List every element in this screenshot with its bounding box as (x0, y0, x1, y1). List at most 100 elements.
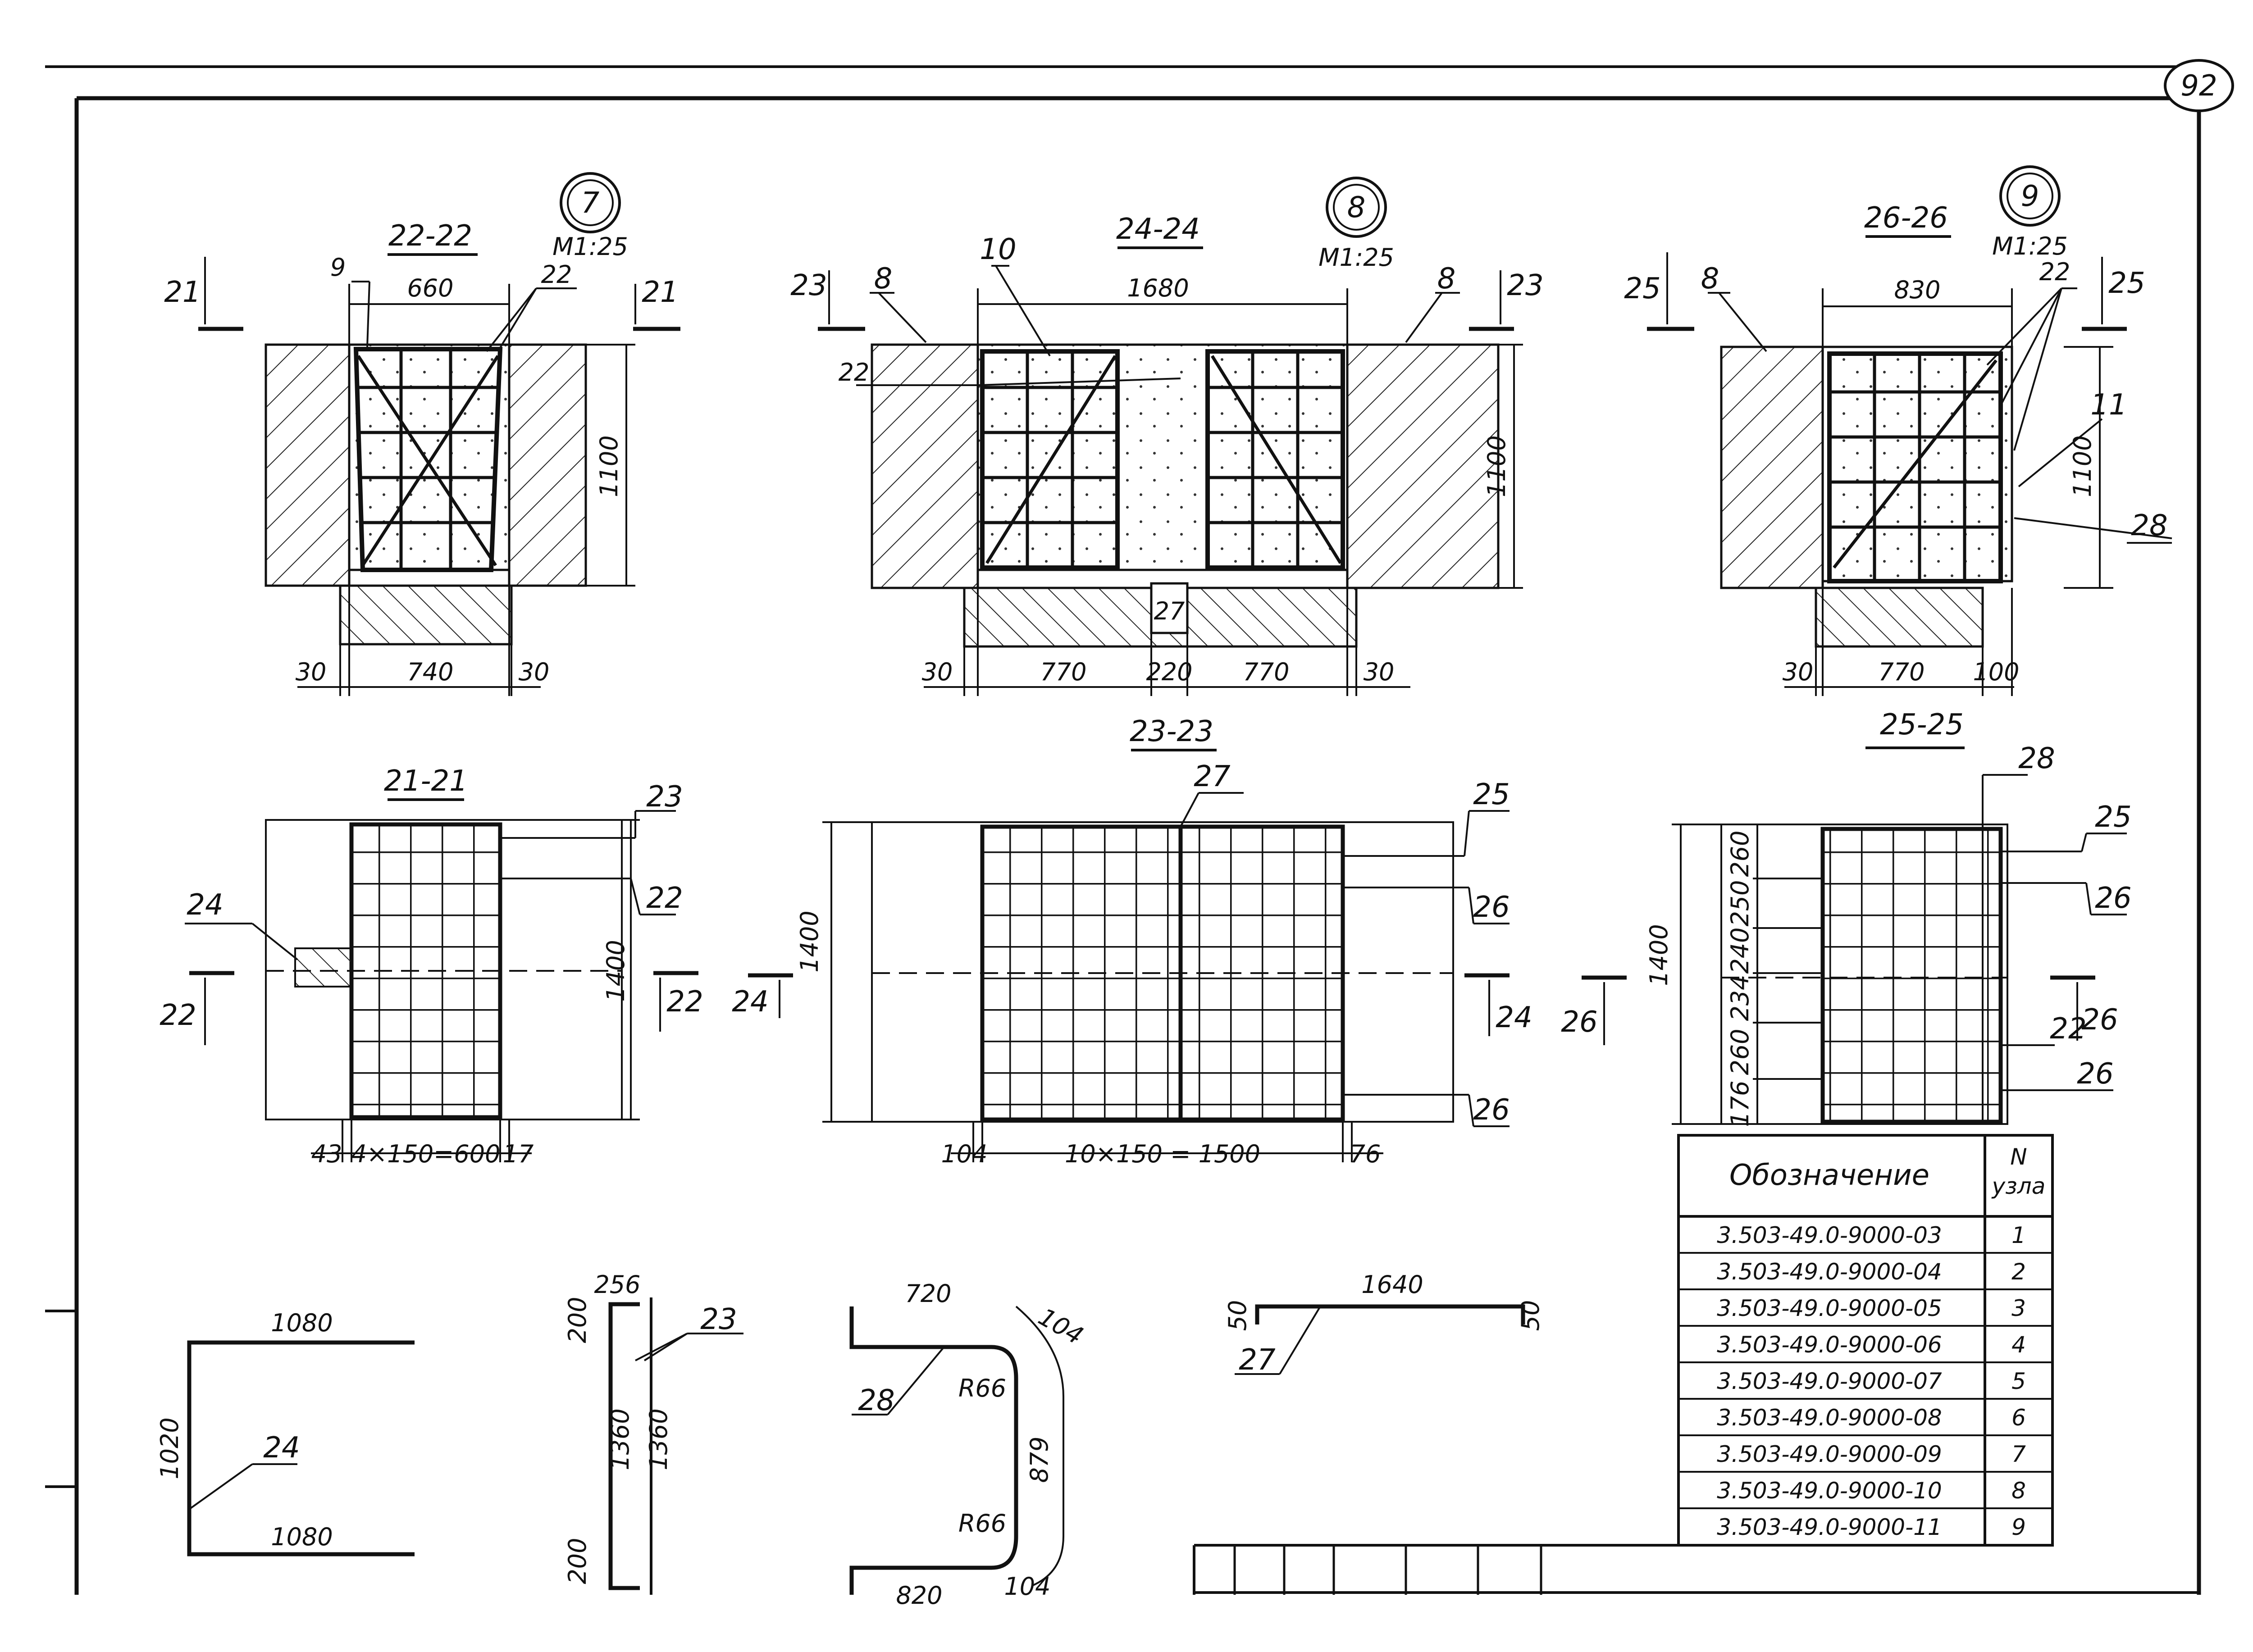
bar23-len-a: 1360 (606, 1408, 634, 1470)
dim-bot-r: 30 (519, 658, 550, 686)
section-24-24: 8 M1:25 24-24 27 (790, 177, 1544, 696)
table-row: 3.503-49.0-9000-07 5 (1717, 1368, 2026, 1394)
page-number: 92 (2180, 69, 2217, 103)
pos-26b: 26 (1473, 1093, 1510, 1127)
dim-v5: 260 (1726, 1029, 1754, 1075)
section-25-25: 25-25 28 25 26 (1561, 708, 2131, 1127)
table-header-designation: Обозначение (1729, 1159, 1929, 1192)
row-code: 3.503-49.0-9000-06 (1717, 1332, 1942, 1358)
dim-top: 660 (407, 274, 453, 302)
section-title: 25-25 (1880, 708, 1964, 742)
dim-b3: 17 (503, 1140, 534, 1168)
pos-8: 8 (1701, 262, 1719, 296)
dim-bot-m: 740 (407, 658, 453, 686)
pos-22: 22 (2050, 1012, 2086, 1046)
cut-right: 21 (642, 276, 678, 309)
dim-b1: 104 (941, 1140, 987, 1168)
pos-28: 28 (2131, 509, 2167, 542)
title-block (1193, 1544, 2199, 1595)
table-row: 3.503-49.0-9000-06 4 (1717, 1332, 2026, 1358)
bar24-pos: 24 (263, 1431, 300, 1465)
node-scale: M1:25 (552, 232, 628, 261)
table-header-node: узла (1991, 1173, 2046, 1199)
bar28-top: 720 (905, 1279, 951, 1308)
section-title: 24-24 (1116, 213, 1200, 246)
cut-right: 22 (666, 985, 703, 1019)
dim-b2: 10×150 = 1500 (1065, 1140, 1260, 1168)
bar24-side: 1020 (155, 1417, 184, 1479)
dim-height: 1100 (1482, 435, 1511, 497)
row-code: 3.503-49.0-9000-11 (1717, 1514, 1942, 1540)
dim-v6: 176 (1726, 1080, 1754, 1127)
node-scale: M1:25 (1318, 243, 1394, 272)
dim-bot-1: 30 (1783, 658, 1814, 686)
bar28-pos: 28 (858, 1384, 894, 1417)
bar28-bottom: 820 (896, 1581, 942, 1610)
pos-22: 22 (2039, 258, 2071, 286)
cut-left: 22 (160, 999, 196, 1032)
cut-left: 23 (790, 269, 827, 302)
bar-28 (849, 1306, 1064, 1595)
cut-left: 24 (732, 985, 768, 1019)
row-code: 3.503-49.0-9000-09 (1717, 1441, 1942, 1467)
bar27-len: 1640 (1361, 1270, 1423, 1299)
table-header-n: N (2010, 1144, 2027, 1170)
cut-left: 26 (1561, 1006, 1597, 1039)
dim-bot-2: 770 (1878, 658, 1925, 686)
pos-26a: 26 (1473, 891, 1510, 924)
cut-left: 21 (164, 276, 201, 309)
dim-v3: 240 (1726, 927, 1754, 974)
row-node-number: 1 (2011, 1222, 2026, 1248)
dim-b1: 43 (311, 1140, 342, 1168)
row-node-number: 3 (2011, 1295, 2026, 1321)
node-7-marker: 7 M1:25 (552, 172, 628, 261)
node-number: 8 (1347, 191, 1366, 224)
dim-b3: 76 (1350, 1140, 1381, 1168)
row-code: 3.503-49.0-9000-08 (1717, 1405, 1942, 1431)
sheet-frame (45, 65, 2217, 1595)
bar23-end-bot: 200 (563, 1538, 592, 1584)
pos-25: 25 (1473, 778, 1510, 811)
dim-bot-5: 30 (1364, 658, 1395, 686)
node-9-marker: 9 M1:25 (1992, 165, 2068, 260)
bar28-bend1: 104 (1034, 1302, 1088, 1350)
section-22-22: 7 M1:25 22-22 (164, 172, 680, 696)
section-title: 22-22 (388, 219, 472, 253)
dim-bot-3: 220 (1146, 658, 1192, 686)
row-node-number: 2 (2011, 1259, 2026, 1285)
row-code: 3.503-49.0-9000-07 (1717, 1368, 1942, 1394)
pos-24: 24 (187, 888, 223, 922)
section-title: 23-23 (1130, 715, 1213, 748)
dim-bot-l: 30 (296, 658, 327, 686)
row-node-number: 7 (2011, 1441, 2026, 1467)
section-title: 26-26 (1864, 201, 1948, 235)
section-26-26: 9 M1:25 26-26 (1624, 165, 2172, 696)
row-node-number: 5 (2011, 1368, 2026, 1394)
row-node-number: 4 (2011, 1332, 2026, 1358)
page-number-badge: 92 (2164, 59, 2234, 112)
bar23-len-b: 1360 (644, 1408, 673, 1470)
bar23-pos: 23 (700, 1303, 737, 1336)
pos-25: 25 (2095, 801, 2131, 834)
table-row: 3.503-49.0-9000-08 6 (1717, 1405, 2026, 1431)
pos-28: 28 (2018, 742, 2055, 775)
dim-bot-2: 770 (1040, 658, 1086, 686)
row-node-number: 6 (2011, 1405, 2026, 1431)
section-23-23: 23-23 27 25 26 (732, 715, 1532, 1168)
node-number: 9 (2021, 180, 2039, 213)
dim-v2: 250 (1726, 880, 1754, 926)
dim-height: 1100 (2068, 435, 2097, 497)
section-title: 21-21 (384, 765, 468, 798)
bar28-r1: R66 (958, 1374, 1006, 1402)
bar27-pos: 27 (1239, 1343, 1276, 1377)
cut-right: 24 (1496, 1001, 1532, 1034)
dim-v4: 234 (1726, 974, 1754, 1021)
dim-bot-3: 100 (1973, 658, 2019, 686)
dim-height: 1400 (602, 940, 630, 1001)
dim-height: 1400 (1645, 924, 1673, 986)
